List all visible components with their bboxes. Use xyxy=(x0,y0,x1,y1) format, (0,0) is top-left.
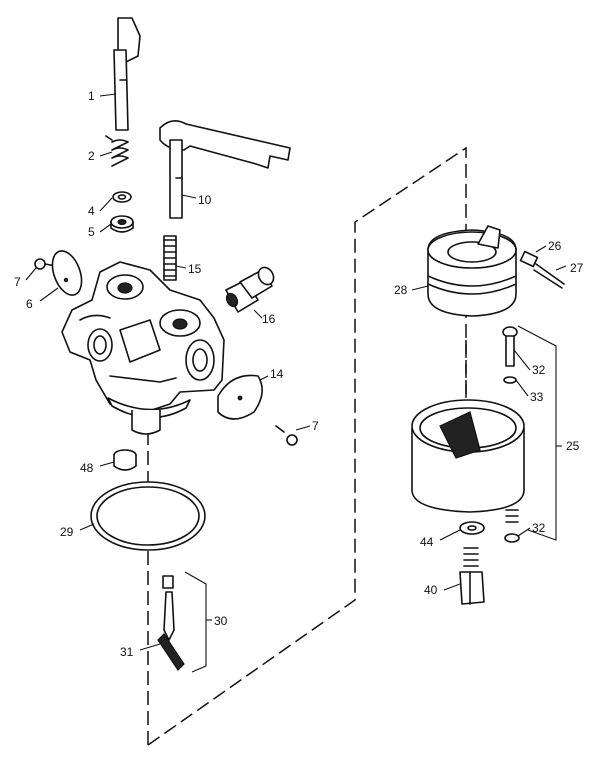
part-bowl-nut xyxy=(459,547,485,605)
callout-leaders xyxy=(25,93,567,673)
callout-44: 44 xyxy=(420,535,434,549)
callout-10: 10 xyxy=(198,193,212,207)
part-screw-right xyxy=(275,425,298,446)
part-carburetor-body xyxy=(61,261,225,435)
part-needle-clip xyxy=(157,633,185,671)
part-choke-plate xyxy=(51,250,83,296)
callout-16: 16 xyxy=(262,312,276,326)
part-idle-spring xyxy=(163,235,177,281)
part-fuel-bowl xyxy=(411,399,525,513)
callout-15: 15 xyxy=(188,262,202,276)
part-fuel-fitting xyxy=(225,266,275,313)
callout-33: 33 xyxy=(530,390,544,404)
callout-14: 14 xyxy=(270,367,284,381)
callout-7-left: 7 xyxy=(14,275,21,289)
callout-26: 26 xyxy=(548,239,562,253)
callout-27: 27 xyxy=(570,261,584,275)
part-float xyxy=(427,225,517,317)
callout-32-top: 32 xyxy=(532,363,546,377)
callout-29: 29 xyxy=(60,525,74,539)
part-spring xyxy=(105,135,129,167)
callout-28: 28 xyxy=(394,283,408,297)
part-drain-screw xyxy=(504,509,520,543)
callout-2: 2 xyxy=(88,149,95,163)
part-inlet-needle xyxy=(162,575,175,641)
part-float-pin xyxy=(519,250,565,289)
part-bowl-bolt xyxy=(502,326,518,367)
callout-31: 31 xyxy=(120,645,134,659)
callout-32-bottom: 32 xyxy=(532,521,546,535)
callout-labels: 1 2 4 5 7 6 10 15 16 14 7 48 29 30 31 26… xyxy=(14,89,584,659)
callout-25: 25 xyxy=(566,439,580,453)
callout-40: 40 xyxy=(424,583,438,597)
callout-30: 30 xyxy=(214,614,228,628)
callout-4: 4 xyxy=(88,204,95,218)
part-washer xyxy=(112,191,132,203)
part-throttle-shaft xyxy=(113,17,141,131)
part-screw-left xyxy=(34,258,57,270)
callout-1: 1 xyxy=(88,89,95,103)
part-choke-shaft xyxy=(159,120,291,219)
part-plug xyxy=(113,449,137,471)
callout-48: 48 xyxy=(80,461,94,475)
callout-7-right: 7 xyxy=(312,419,319,433)
callout-5: 5 xyxy=(88,225,95,239)
part-drain-washer xyxy=(459,521,485,535)
part-bolt-washer xyxy=(503,376,517,384)
callout-6: 6 xyxy=(26,297,33,311)
part-bowl-gasket xyxy=(90,481,206,551)
part-seal xyxy=(110,215,134,233)
part-throttle-plate xyxy=(217,374,263,420)
